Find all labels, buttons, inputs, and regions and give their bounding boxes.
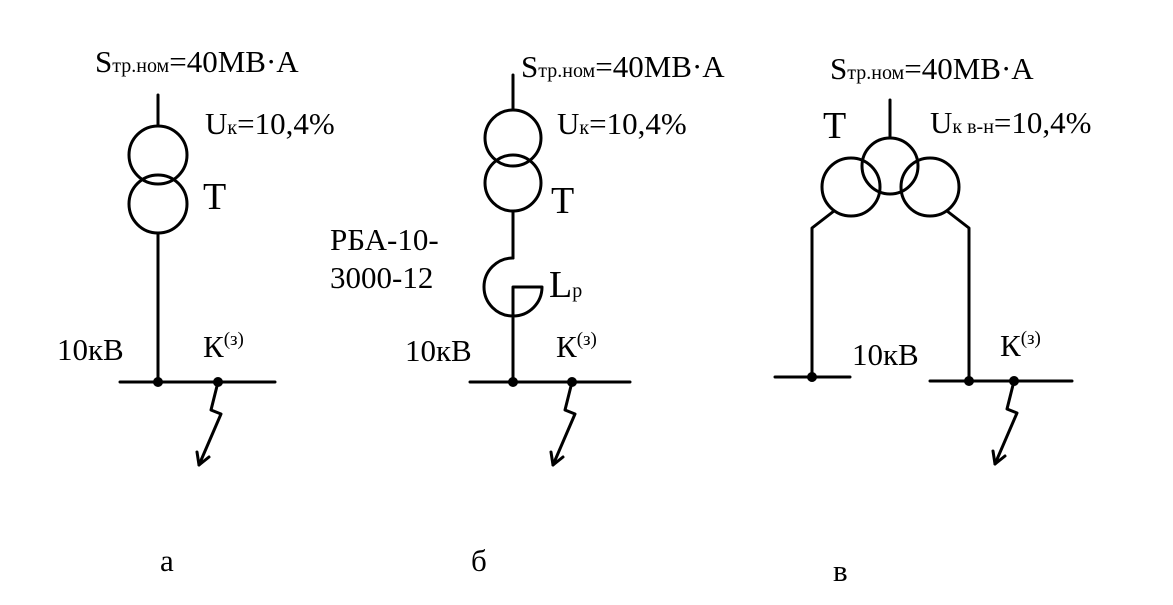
panel-b-fault-node: [567, 377, 577, 387]
panel-a-fault-label: К(з): [203, 329, 244, 364]
panel-c-fault-arrow: [993, 379, 1019, 466]
panel-a-rating-label: Sтр.ном=40МВ·А: [95, 44, 299, 79]
panel-a-uk-label: Uк=10,4%: [205, 106, 335, 141]
panel-c-uk-label: Uк в-н=10,4%: [930, 105, 1092, 140]
panel-c-lv1-line: [810, 209, 836, 379]
panel-c-fault-label: К(з): [1000, 328, 1041, 363]
panel-c-fault-node: [1009, 376, 1019, 386]
panel-a-fault-arrow: [197, 380, 223, 467]
panel-b-rating-label: Sтр.ном=40МВ·А: [521, 49, 725, 84]
panel-c-transformer-label: Т: [823, 105, 847, 147]
panel-a-bus-node: [153, 377, 163, 387]
panel-c-bus-voltage-label: 10кВ: [852, 337, 919, 372]
panel-c-bus-node-right: [964, 376, 974, 386]
panel-c-lv2-line: [945, 209, 971, 379]
panel-b-bus-node: [508, 377, 518, 387]
panel-c-bus-node-left: [807, 372, 817, 382]
panel-b-reactor-coil: [482, 256, 544, 384]
panel-c-caption: в: [833, 553, 848, 588]
panel-c-rating-label: Sтр.ном=40МВ·А: [830, 51, 1034, 86]
panel-a-bus-voltage-label: 10кВ: [57, 332, 124, 367]
panel-b-transformer-bottom-winding: [483, 153, 543, 213]
panel-a-fault-arrowhead: [195, 450, 211, 467]
panel-a-schematic: [118, 93, 277, 467]
panel-b-schematic: [468, 73, 632, 467]
panel-c-transformer-hv-winding: [860, 136, 920, 196]
panel-b-transformer-label: Т: [551, 180, 575, 222]
panel-a-transformer-label: Т: [203, 176, 227, 218]
panel-b-reactor-label: Lр: [549, 264, 583, 306]
panel-c-transformer-lv2-winding: [899, 156, 961, 218]
panel-a-caption: а: [160, 543, 174, 578]
panel-a-fault-node: [213, 377, 223, 387]
panel-c-schematic: [773, 98, 1074, 466]
panel-b-fault-arrow: [551, 380, 577, 467]
panel-b-uk-label: Uк=10,4%: [557, 106, 687, 141]
panel-b-transformer-top-winding: [483, 108, 543, 168]
panel-b-fault-label: К(з): [556, 329, 597, 364]
panel-c-fault-arrowhead: [991, 449, 1007, 466]
panel-b-bus-voltage-label: 10кВ: [405, 333, 472, 368]
panel-c-transformer-lv1-winding: [820, 156, 882, 218]
panel-b-fault-arrowhead: [549, 450, 565, 467]
panel-b-reactor-type-line1: РБА-10-: [330, 222, 439, 257]
panel-b-caption: б: [471, 543, 487, 578]
panel-b-reactor-type-line2: 3000-12: [330, 260, 434, 295]
panel-a-transformer-top-winding: [127, 124, 189, 186]
